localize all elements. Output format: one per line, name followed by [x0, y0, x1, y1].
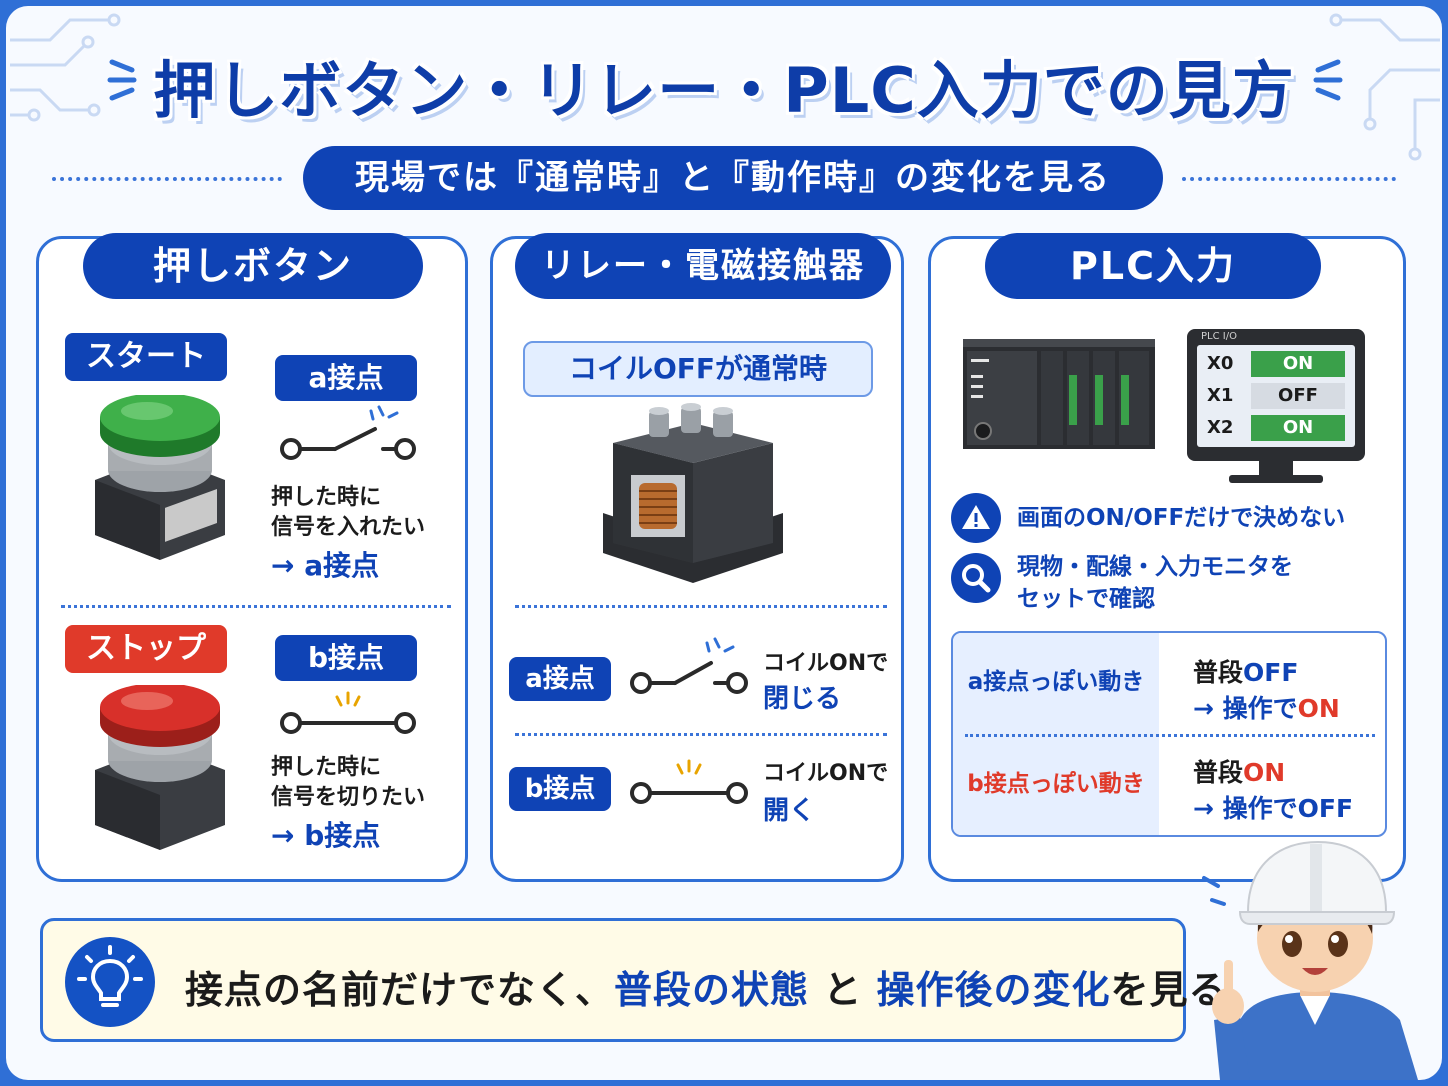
subtitle-banner: 現場では『通常時』と『動作時』の変化を見る	[303, 146, 1163, 210]
dotted-divider	[515, 733, 887, 736]
contact-type-tag: b接点	[275, 635, 417, 681]
circuit-decoration-right	[1329, 13, 1440, 161]
summary-part1: 接点の名前だけでなく、	[185, 968, 615, 1012]
io-row: X0 ON	[1205, 351, 1347, 377]
warning-text: 画面のON/OFFだけで決めない	[1017, 505, 1346, 531]
sparkle-right	[1313, 59, 1343, 101]
page-title: 押しボタン・リレー・PLC入力での見方	[153, 54, 1295, 127]
panel-relay: リレー・電磁接触器 コイルOFFが通常時 a接点 コイルONで 閉じる b接点 …	[490, 233, 904, 882]
relay-a-desc2: 閉じる	[763, 684, 842, 714]
io-state: ON	[1251, 351, 1345, 377]
sparkle-left	[107, 59, 137, 101]
io-state: OFF	[1251, 383, 1345, 409]
dotted-divider	[61, 605, 451, 608]
a-normal-row: 普段OFF	[1193, 653, 1298, 689]
b-normal-state: ON	[1243, 758, 1286, 787]
relay-b-desc1: コイルONで	[763, 761, 889, 786]
summary-text: 接点の名前だけでなく、普段の状態 と 操作後の変化を見る	[185, 959, 1228, 1014]
relay-b-tag: b接点	[509, 767, 611, 811]
relay-a-contact-symbol	[630, 637, 748, 694]
stop-result: → b接点	[271, 819, 381, 852]
worker-character	[1202, 840, 1418, 1080]
stop-desc-line2: 信号を切りたい	[271, 785, 426, 810]
panel-heading: リレー・電磁接触器	[515, 233, 891, 299]
check-text-line1: 現物・配線・入力モニタを	[1017, 554, 1293, 580]
start-tag: スタート	[65, 333, 227, 381]
dotted-divider	[515, 605, 887, 608]
b-action-prefix: → 操作で	[1193, 794, 1298, 823]
plc-rack-illustration	[963, 339, 1155, 449]
warning-icon	[951, 493, 1001, 543]
relay-b-contact-symbol	[630, 759, 748, 804]
start-desc-line1: 押した時に	[271, 485, 382, 510]
a-behavior-label: a接点っぽい動き	[967, 669, 1145, 695]
a-normal-state: OFF	[1243, 658, 1299, 687]
check-text-line2: セットで確認	[1017, 586, 1155, 612]
io-address: X0	[1207, 353, 1234, 374]
circuit-decoration-left	[10, 13, 121, 122]
stop-desc-line1: 押した時に	[271, 755, 382, 780]
a-action-prefix: → 操作で	[1193, 694, 1298, 723]
start-desc-line2: 信号を入れたい	[271, 515, 426, 540]
dotted-divider	[965, 734, 1375, 737]
a-contact-symbol	[280, 405, 416, 460]
dotted-divider	[1182, 177, 1396, 181]
subtitle-row: 現場では『通常時』と『動作時』の変化を見る	[0, 146, 1448, 210]
b-contact-symbol	[280, 691, 416, 734]
summary-highlight-change: 操作後の変化	[876, 968, 1111, 1012]
a-action-row: → 操作でON	[1193, 689, 1340, 725]
search-icon	[951, 553, 1001, 603]
io-row: X1 OFF	[1205, 383, 1347, 409]
behavior-table: a接点っぽい動き b接点っぽい動き 普段OFF → 操作でON 普段ON → 操…	[951, 631, 1387, 837]
summary-part5: を見る	[1110, 968, 1228, 1012]
a-normal-prefix: 普段	[1193, 658, 1244, 687]
lightbulb-icon	[65, 937, 155, 1027]
relay-illustration	[603, 403, 783, 583]
b-normal-row: 普段ON	[1193, 753, 1285, 789]
stop-button-illustration	[95, 685, 225, 850]
io-address: X2	[1207, 417, 1234, 438]
panel-pushbutton: 押しボタン スタート a接点 押した時に 信号を入れたい → a接点 ストップ …	[36, 233, 468, 882]
relay-a-tag: a接点	[509, 657, 611, 701]
relay-b-desc2: 開く	[763, 796, 816, 826]
summary-box: 接点の名前だけでなく、普段の状態 と 操作後の変化を見る	[40, 918, 1227, 1042]
title-area: 押しボタン・リレー・PLC入力での見方	[0, 40, 1448, 130]
stop-tag: ストップ	[65, 625, 227, 673]
panel-heading: 押しボタン	[83, 233, 423, 299]
dotted-divider	[52, 177, 282, 181]
start-button-illustration	[95, 395, 225, 560]
b-normal-prefix: 普段	[1193, 758, 1244, 787]
io-row: X2 ON	[1205, 415, 1347, 441]
b-action-state: OFF	[1297, 794, 1354, 823]
monitor-stand	[1259, 461, 1293, 477]
monitor-label: PLC I/O	[1201, 331, 1237, 342]
io-address: X1	[1207, 385, 1234, 406]
b-action-row: → 操作でOFF	[1193, 789, 1353, 825]
b-behavior-label: b接点っぽい動き	[967, 771, 1145, 797]
relay-a-desc1: コイルONで	[763, 651, 889, 676]
start-result: → a接点	[271, 549, 380, 582]
a-action-state: ON	[1297, 694, 1340, 723]
io-state: ON	[1251, 415, 1345, 441]
summary-highlight-normal: 普段の状態	[614, 968, 810, 1012]
monitor-base	[1229, 475, 1323, 483]
contact-type-tag: a接点	[275, 355, 417, 401]
summary-part3: と	[809, 968, 877, 1012]
panel-heading: PLC入力	[985, 233, 1321, 299]
coil-normal-note: コイルOFFが通常時	[523, 341, 873, 397]
